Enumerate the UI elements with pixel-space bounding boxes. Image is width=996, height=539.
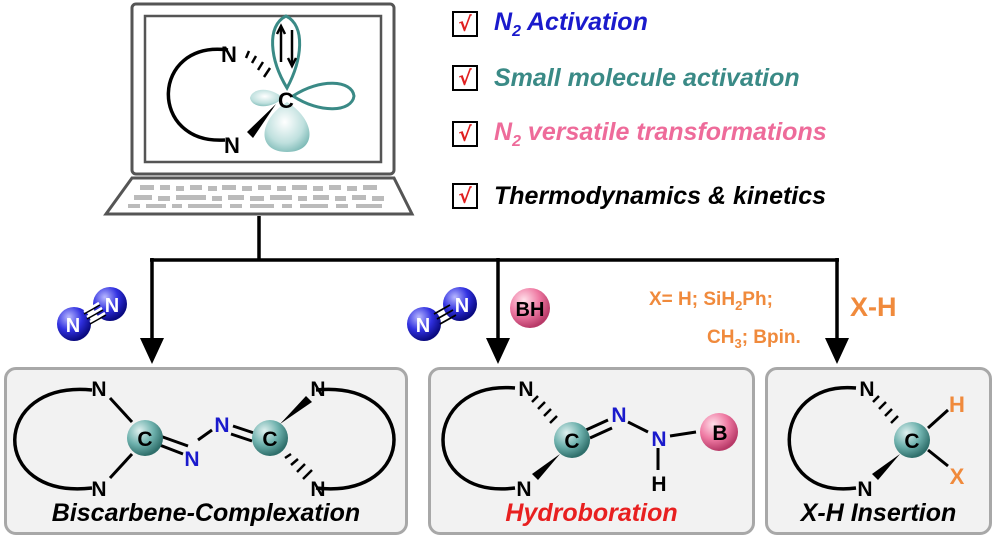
feature-row-2: √ Small molecule activation [452,58,800,98]
feature-label: Small molecule activation [494,63,800,92]
svg-text:N: N [105,295,119,317]
svg-text:N: N [310,378,325,401]
biscarbene-structure: C C N N N N N N [13,378,396,501]
insertion-structure: C N N H X [787,378,965,501]
svg-text:C: C [137,428,152,451]
xh-conditions: X= H; SiH2Ph; CH3; Bpin. X-H [649,289,897,351]
feature-label: N2 Activation [494,7,648,40]
panel-biscarbene: Biscarbene-Complexation [4,367,408,535]
panel-insertion: X-H Insertion [765,367,992,535]
atom-c: C [278,88,294,113]
dinitrogen-icon: N N [57,287,127,341]
svg-text:X: X [950,464,965,489]
atom-n: N [224,133,240,158]
svg-text:C: C [904,430,919,453]
svg-text:N: N [516,478,531,501]
borane-icon: BH [510,288,550,328]
svg-text:N: N [455,295,469,317]
branch-arrows [150,216,839,350]
feature-label: N2 versatile transformations [494,117,827,150]
svg-text:CH3; Bpin.: CH3; Bpin. [707,327,801,351]
arrow-head [140,338,164,364]
xh-label: X-H [850,292,897,322]
svg-text:BH: BH [516,299,545,321]
panel-title-hydroboration: Hydroboration [505,499,678,527]
svg-text:B: B [712,422,727,445]
check-icon: √ [452,11,478,37]
svg-text:N: N [214,414,229,437]
svg-text:N: N [66,315,80,337]
svg-text:C: C [564,430,579,453]
panel-title-biscarbene: Biscarbene-Complexation [51,499,361,527]
svg-text:N: N [310,478,325,501]
svg-text:X= H; SiH2Ph;: X= H; SiH2Ph; [649,289,773,313]
carbene-molecule: N N C [166,14,356,158]
svg-text:N: N [651,428,666,451]
atom-n: N [221,42,237,67]
hydroboration-structure: C B N N N N H [441,378,738,501]
svg-text:N: N [518,378,533,401]
svg-text:H: H [651,473,666,496]
arrow-head [825,338,849,364]
check-icon: √ [452,183,478,209]
svg-text:N: N [857,478,872,501]
svg-text:H: H [949,392,965,417]
check-icon: √ [452,65,478,91]
svg-text:N: N [416,315,430,337]
svg-text:C: C [262,428,277,451]
arrow-head [486,338,510,364]
svg-text:N: N [184,448,199,471]
feature-label: Thermodynamics & kinetics [494,181,827,210]
check-icon: √ [452,121,478,147]
feature-row-1: √ N2 Activation [452,4,648,44]
laptop-icon [103,2,415,216]
feature-row-4: √ Thermodynamics & kinetics [452,176,826,216]
svg-text:N: N [91,378,106,401]
panel-hydroboration: Hydroboration [428,367,755,535]
panel-title-insertion: X-H Insertion [800,499,957,527]
svg-text:N: N [611,404,626,427]
svg-text:N: N [859,378,874,401]
svg-text:N: N [91,478,106,501]
dinitrogen-icon: N N [407,287,477,341]
feature-row-3: √ N2 versatile transformations [452,114,827,154]
